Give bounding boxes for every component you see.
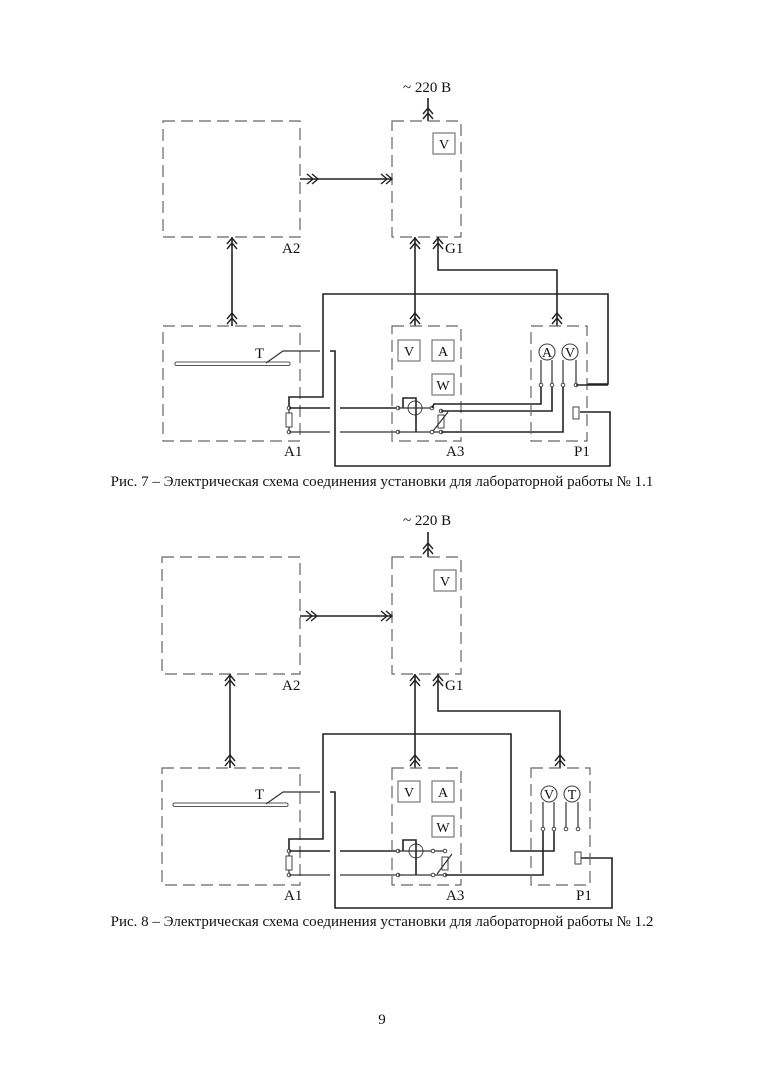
heater-rod (172, 802, 289, 807)
a3-internal-wire (402, 839, 417, 875)
p1-connector (572, 406, 580, 420)
wire-a3-p1-voltmeter (441, 384, 564, 433)
block-a3-label: A3 (446, 444, 464, 460)
block-a2-label: A2 (282, 241, 300, 257)
terminal (540, 826, 546, 832)
figure-7-caption: Рис. 7 – Электрическая схема соединения … (110, 474, 654, 490)
a3-ammeter-label: A (438, 345, 449, 360)
variable-resistor-arrow (432, 411, 449, 432)
p1-voltmeter (561, 343, 579, 361)
block-a2 (161, 556, 301, 675)
a3-wattmeter-label: W (436, 821, 450, 836)
terminal (560, 382, 566, 388)
terminal (575, 826, 581, 832)
supply-label: ~ 220 В (403, 80, 451, 96)
block-a1 (161, 767, 301, 886)
p1-ammeter-label: A (542, 346, 553, 361)
sensor-loop (330, 350, 611, 467)
sensor-lead (265, 350, 320, 364)
figure-8-schematic: ~ 220 В A2 G1 V A1 T (161, 513, 613, 909)
wire-a1-p1-voltmeter (535, 828, 555, 852)
terminal (430, 848, 436, 854)
block-p1 (530, 325, 588, 442)
terminal (551, 826, 557, 832)
supply-label: ~ 220 В (403, 513, 451, 529)
sensor-label: T (255, 346, 264, 362)
a1-resistor (285, 412, 293, 428)
sensor-label: T (255, 787, 264, 803)
sensor-loop (330, 791, 613, 909)
a3-ammeter-label: A (438, 786, 449, 801)
a3-voltmeter (397, 780, 421, 803)
block-a1-label: A1 (284, 444, 302, 460)
page-number: 9 (378, 1012, 386, 1028)
block-p1-label: P1 (574, 444, 590, 460)
p1-thermometer (563, 785, 581, 803)
block-a3 (391, 767, 462, 886)
p1-voltmeter-label: V (565, 346, 575, 361)
wire-a3-p1-ammeter (431, 384, 542, 409)
a1-upper-loop (288, 293, 609, 406)
figure-7-schematic: ~ 220 В A2 G1 V A1 T (162, 80, 611, 467)
a3-wattmeter (431, 373, 455, 396)
block-g1-label: G1 (445, 678, 463, 694)
a3-voltmeter-label: V (404, 345, 414, 360)
a3-ammeter (431, 339, 455, 362)
g1-voltmeter-label: V (439, 138, 449, 153)
heater-rod (174, 361, 291, 366)
a3-wattmeter-label: W (436, 379, 450, 394)
block-a2-label: A2 (282, 678, 300, 694)
terminal (430, 872, 436, 878)
g1-voltmeter-label: V (440, 575, 450, 590)
terminal (538, 382, 544, 388)
link-g1-p1 (437, 674, 561, 768)
p1-thermometer-label: T (568, 788, 577, 803)
p1-voltmeter (540, 785, 558, 803)
figure-8-caption: Рис. 8 – Электрическая схема соединения … (110, 914, 654, 930)
a1-resistor (285, 855, 293, 871)
block-p1 (530, 767, 591, 886)
a3-voltmeter (397, 339, 421, 362)
terminal (563, 826, 569, 832)
g1-voltmeter (433, 569, 457, 592)
block-a3-label: A3 (446, 888, 464, 904)
block-a3 (391, 325, 462, 442)
g1-voltmeter (432, 132, 456, 155)
a3-internal-wire (402, 397, 417, 432)
p1-connector (574, 851, 582, 865)
block-p1-label: P1 (576, 888, 592, 904)
a1-upper-loop (288, 733, 535, 852)
block-a1 (162, 325, 301, 442)
block-a1-label: A1 (284, 888, 302, 904)
p1-voltmeter-label: V (544, 788, 554, 803)
wire-a3-p1-ammeter-2 (441, 384, 553, 412)
terminal (549, 382, 555, 388)
terminal (442, 848, 448, 854)
block-g1-label: G1 (445, 241, 463, 257)
p1-ammeter (538, 343, 556, 361)
block-a2 (162, 120, 301, 238)
terminal (429, 429, 435, 435)
sensor-lead (265, 791, 320, 805)
a3-ammeter (431, 780, 455, 803)
a3-voltmeter-label: V (404, 786, 414, 801)
wire-a3-p1-voltmeter (445, 828, 544, 876)
a3-wattmeter (431, 815, 455, 838)
link-g1-p1 (437, 237, 558, 326)
variable-resistor-arrow (436, 853, 453, 875)
